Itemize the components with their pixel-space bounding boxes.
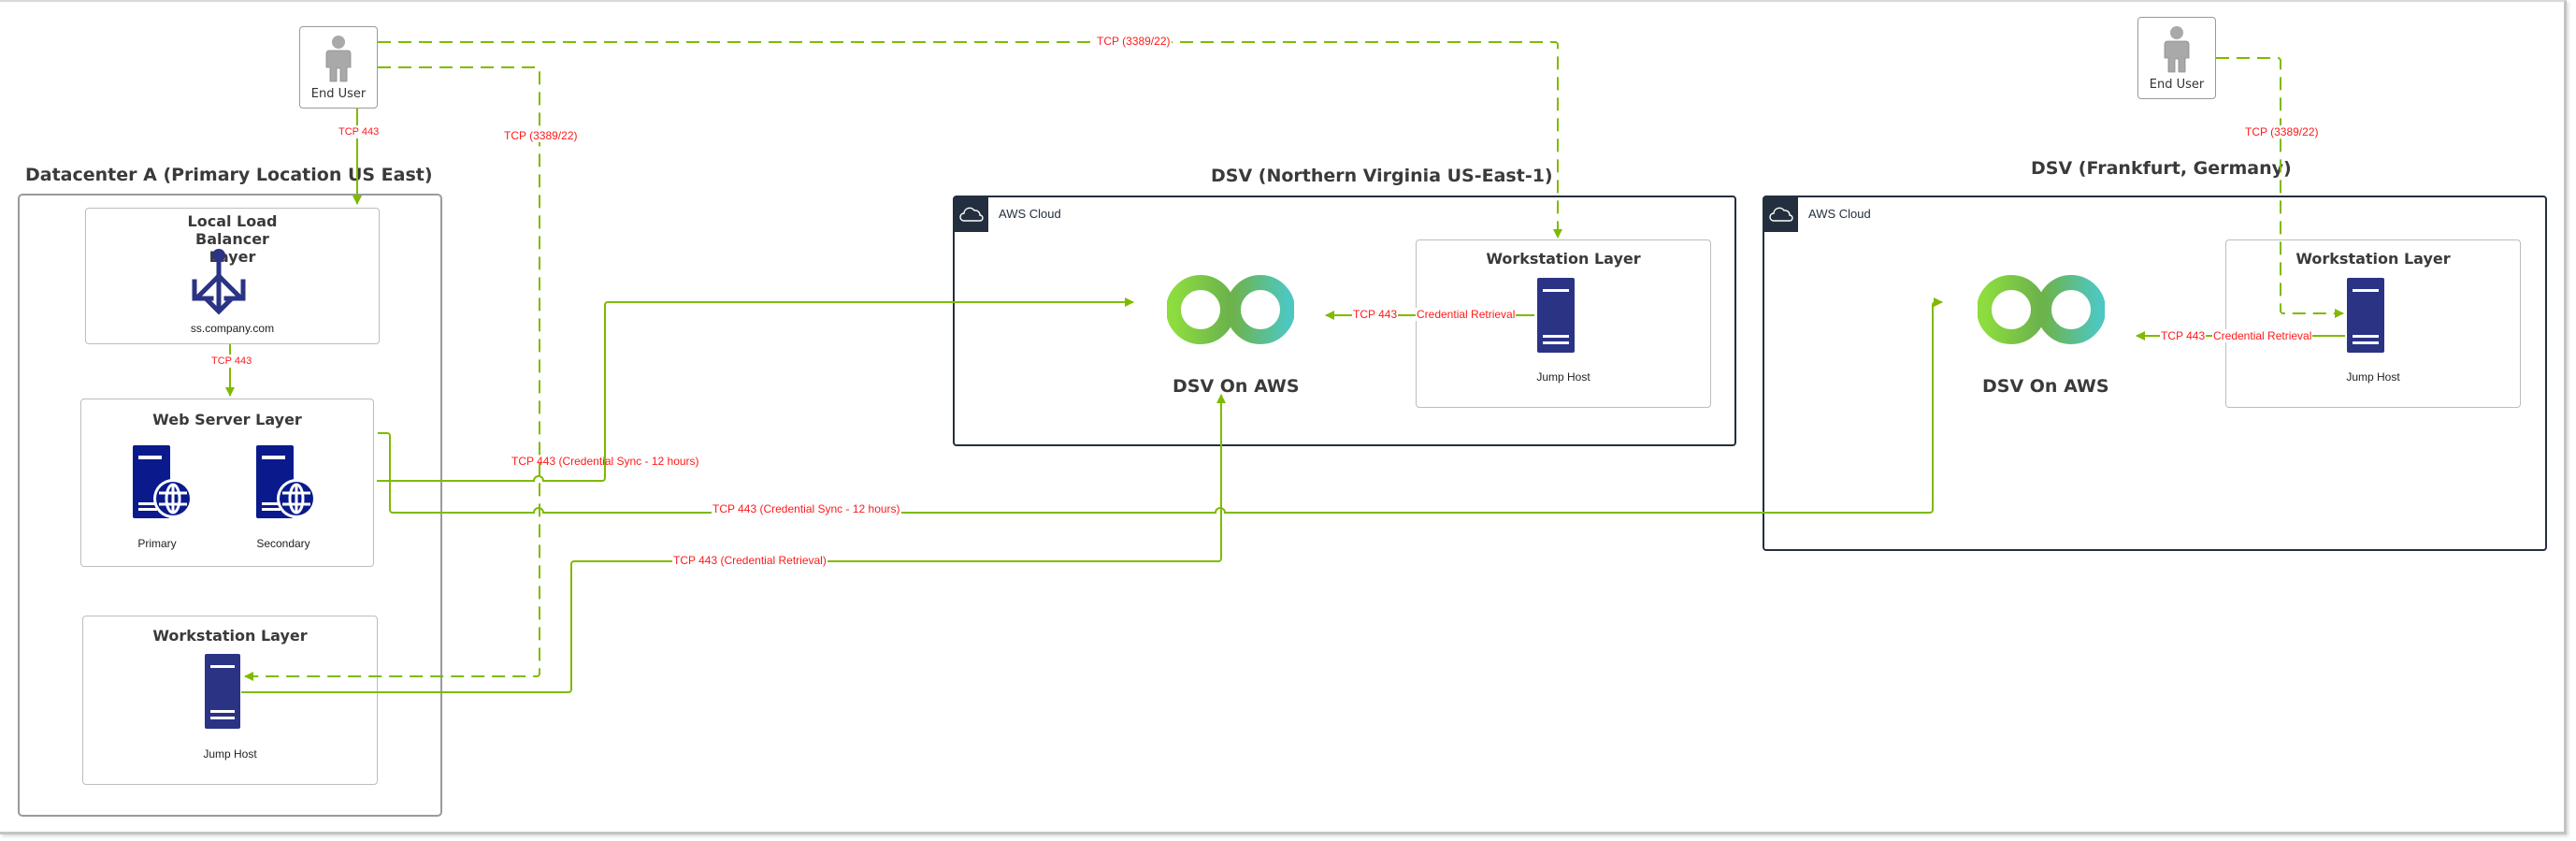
end-user-us[interactable]: End User xyxy=(299,26,378,109)
label-va-credential-retrieval: Credential Retrieval xyxy=(1416,308,1517,321)
aws-cloud-label: AWS Cloud xyxy=(999,207,1061,221)
label-user-to-dc-jumphost: TCP (3389/22) xyxy=(503,129,579,142)
fra-workstation-title: Workstation Layer xyxy=(2295,250,2451,268)
label-lb-to-web: TCP 443 xyxy=(210,355,253,368)
end-user-label: End User xyxy=(310,87,367,101)
fra-workstation-layer[interactable]: Workstation Layer Jump Host xyxy=(2225,239,2521,408)
aws-cloud-label: AWS Cloud xyxy=(1808,207,1871,221)
jump-host-label: Jump Host xyxy=(203,747,257,761)
web-server-secondary-label: Secondary xyxy=(256,537,310,550)
load-balancer-icon xyxy=(192,249,246,315)
load-balancer-layer[interactable]: Local Load Balancer Layer ss.company.com xyxy=(85,208,380,344)
jump-host-label: Jump Host xyxy=(2346,370,2400,384)
server-icon[interactable] xyxy=(1537,278,1575,353)
server-icon[interactable] xyxy=(205,654,240,729)
cloud-icon xyxy=(958,207,984,222)
dsv-infinity-icon[interactable] xyxy=(1167,272,1294,347)
end-user-eu[interactable]: End User xyxy=(2137,17,2216,99)
aws-cloud-badge xyxy=(954,196,988,232)
dsv-frankfurt-title: DSV (Frankfurt, Germany) xyxy=(2031,158,2292,179)
person-icon xyxy=(325,36,352,82)
dsv-service-label: DSV On AWS xyxy=(1173,376,1300,397)
label-web-to-va-dsv: TCP 443 (Credential Sync - 12 hours) xyxy=(511,455,699,468)
label-web-to-fra-dsv: TCP 443 (Credential Sync - 12 hours) xyxy=(712,502,901,515)
label-fra-credential-retrieval: Credential Retrieval xyxy=(2212,329,2313,342)
dsv-virginia-title: DSV (Northern Virginia US-East-1) xyxy=(1211,166,1553,186)
cloud-icon xyxy=(1768,207,1793,222)
web-server-icon xyxy=(133,445,193,518)
label-fra-user-to-jumphost: TCP (3389/22) xyxy=(2244,125,2320,138)
load-balancer-caption: ss.company.com xyxy=(190,322,275,335)
server-icon[interactable] xyxy=(2347,278,2384,353)
label-dc-jumphost-to-va-dsv: TCP 443 (Credential Retrieval) xyxy=(672,554,827,567)
dc-workstation-title: Workstation Layer xyxy=(152,627,308,645)
label-va-tcp443: TCP 443 xyxy=(1352,308,1399,321)
aws-cloud-frankfurt: AWS Cloud DSV On AWS Workstation Layer J… xyxy=(1763,196,2547,551)
va-workstation-layer[interactable]: Workstation Layer Jump Host xyxy=(1416,239,1711,408)
va-workstation-title: Workstation Layer xyxy=(1486,250,1641,268)
web-server-layer-title: Web Server Layer xyxy=(152,411,302,428)
dc-workstation-layer[interactable]: Workstation Layer Jump Host xyxy=(82,616,378,785)
datacenter-title: Datacenter A (Primary Location US East) xyxy=(25,165,433,185)
label-fra-tcp443: TCP 443 xyxy=(2160,329,2207,342)
web-server-icon xyxy=(256,445,316,518)
dsv-infinity-icon[interactable] xyxy=(1978,272,2105,347)
aws-cloud-virginia: AWS Cloud DSV On AWS Workstation Layer J… xyxy=(953,196,1736,446)
jump-host-label: Jump Host xyxy=(1536,370,1590,384)
person-icon xyxy=(2164,26,2190,73)
aws-cloud-badge xyxy=(1763,196,1798,232)
end-user-label: End User xyxy=(2149,78,2205,92)
label-user-to-lb: TCP 443 xyxy=(338,125,381,138)
web-server-primary-label: Primary xyxy=(137,537,177,550)
label-user-to-va-jumphost: TCP (3389/22) xyxy=(1096,35,1172,48)
web-server-layer[interactable]: Web Server Layer Primary Secondary xyxy=(80,399,374,567)
dsv-service-label: DSV On AWS xyxy=(1982,376,2109,397)
